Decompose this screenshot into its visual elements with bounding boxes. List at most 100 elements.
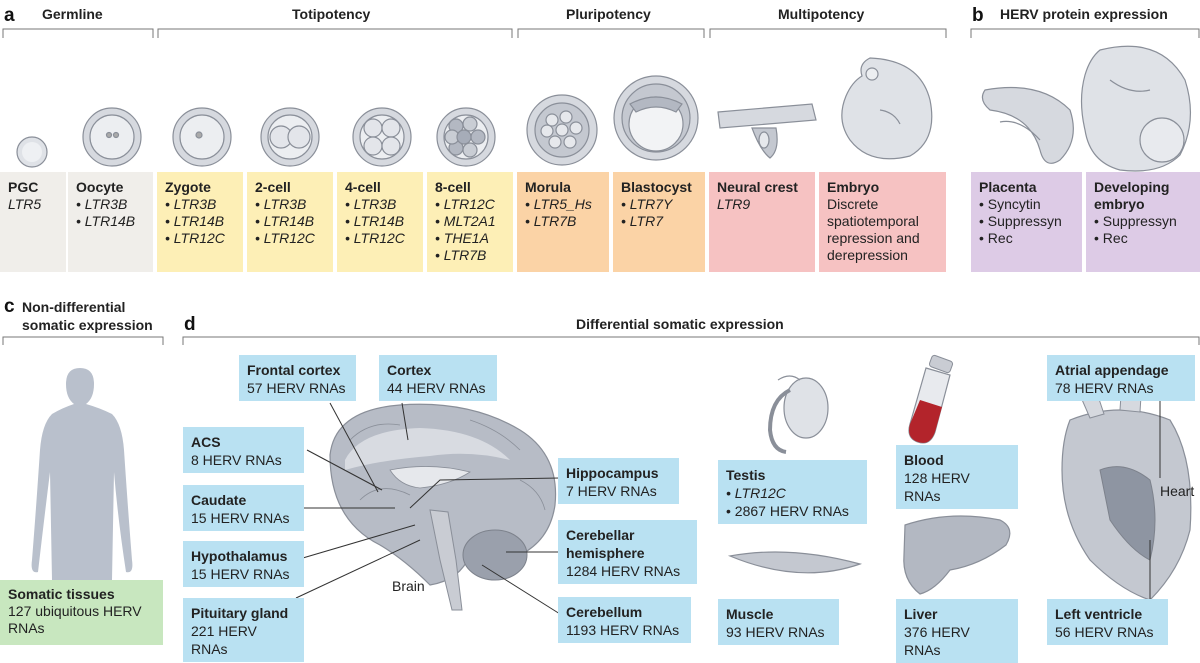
somatic-tissues-box: Somatic tissues 127 ubiquitous HERV RNAs (0, 580, 163, 645)
stage-item: LTR14B (76, 213, 145, 230)
stage-item: LTR7B (435, 247, 505, 264)
label-title: Liver (904, 606, 938, 622)
stage-title-2-cell: 2-cell (255, 179, 291, 195)
label-count: 15 HERV RNAs (191, 566, 290, 582)
label-item: 2867 HERV RNAs (726, 502, 859, 520)
label-cortex: Cortex 44 HERV RNAs (379, 355, 497, 401)
label-cerebellum: Cerebellum 1193 HERV RNAs (558, 597, 691, 643)
label-count: 376 HERV RNAs (904, 624, 970, 658)
label-muscle: Muscle 93 HERV RNAs (718, 599, 839, 645)
stage-item: LTR3B (255, 196, 325, 213)
stage-item: LTR5 (8, 196, 42, 212)
stage-item: LTR14B (345, 213, 415, 230)
label-title: Cerebellar hemisphere (566, 527, 645, 561)
figure: a Germline Totipotency Pluripotency Mult… (0, 0, 1200, 645)
muscle-icon (727, 551, 863, 574)
label-liver: Liver 376 HERV RNAs (896, 599, 1018, 663)
protein-item: Suppressyn (1094, 213, 1192, 230)
header-multipotency: Multipotency (778, 6, 865, 22)
placenta-title: Placenta (979, 179, 1037, 195)
label-acs: ACS 8 HERV RNAs (183, 427, 304, 473)
brain-illustration (329, 403, 557, 611)
header-herv-protein: HERV protein expression (1000, 6, 1168, 22)
stage-item: MLT2A1 (435, 213, 505, 230)
label-title: Muscle (726, 606, 774, 622)
label-hippocampus: Hippocampus 7 HERV RNAs (558, 458, 679, 504)
stage-box-oocyte: Oocyte LTR3B LTR14B (68, 172, 153, 272)
stage-item: LTR12C (255, 230, 325, 247)
stage-item: LTR7 (621, 213, 697, 230)
herv-box-developing-embryo: Developing embryo Suppressyn Rec (1086, 172, 1200, 272)
panel-d-letter: d (184, 314, 196, 335)
label-item: LTR12C (726, 484, 859, 502)
label-blood: Blood 128 HERV RNAs (896, 445, 1018, 509)
stage-title-morula: Morula (525, 179, 571, 195)
label-count: 1284 HERV RNAs (566, 563, 681, 579)
stage-item: LTR3B (165, 196, 235, 213)
placenta-icon (981, 86, 1074, 164)
stage-title-zygote: Zygote (165, 179, 211, 195)
label-title: Hypothalamus (191, 548, 288, 564)
label-count: 57 HERV RNAs (247, 380, 346, 396)
protein-item: Rec (1094, 230, 1192, 247)
label-count: 221 HERV RNAs (191, 623, 257, 657)
label-atrial-appendage: Atrial appendage 78 HERV RNAs (1047, 355, 1195, 401)
stage-item: LTR12C (435, 196, 505, 213)
somatic-text: 127 ubiquitous HERV RNAs (8, 603, 142, 636)
header-differential: Differential somatic expression (576, 316, 784, 332)
label-frontal-cortex: Frontal cortex 57 HERV RNAs (239, 355, 356, 401)
stage-title-pgc: PGC (8, 179, 39, 195)
developing-embryo-title: Developing embryo (1094, 179, 1170, 212)
herv-box-placenta: Placenta Syncytin Suppressyn Rec (971, 172, 1082, 272)
leader-lines (288, 400, 1161, 615)
panel-b-letter: b (972, 5, 984, 26)
panel-a-letter: a (4, 5, 15, 26)
stage-item: LTR9 (717, 196, 751, 212)
label-title: Frontal cortex (247, 362, 341, 378)
stage-title-blastocyst: Blastocyst (621, 179, 692, 195)
label-hypothalamus: Hypothalamus 15 HERV RNAs (183, 541, 304, 587)
label-title: Testis (726, 467, 766, 483)
label-count: 15 HERV RNAs (191, 510, 290, 526)
label-title: Cerebellum (566, 604, 643, 620)
liver-icon (903, 515, 1011, 595)
brain-label: Brain (392, 578, 425, 594)
stage-item: LTR12C (345, 230, 415, 247)
stage-item: LTR7B (525, 213, 601, 230)
panel-c-letter: c (4, 296, 15, 317)
stage-item: THE1A (435, 230, 505, 247)
label-count: 7 HERV RNAs (566, 483, 657, 499)
stage-box-4-cell: 4-cell LTR3B LTR14B LTR12C (337, 172, 423, 272)
label-cerebellar-hemisphere: Cerebellar hemisphere 1284 HERV RNAs (558, 520, 697, 584)
header-germline: Germline (42, 6, 103, 22)
header-pluripotency: Pluripotency (566, 6, 651, 22)
label-title: Blood (904, 452, 944, 468)
heart-label: Heart (1160, 483, 1195, 499)
human-body-icon (31, 368, 133, 645)
label-caudate: Caudate 15 HERV RNAs (183, 485, 304, 531)
label-title: ACS (191, 434, 221, 450)
illustrations-layer (2, 28, 1200, 645)
stage-item: LTR14B (255, 213, 325, 230)
stage-item: LTR12C (165, 230, 235, 247)
stage-box-2-cell: 2-cell LTR3B LTR14B LTR12C (247, 172, 333, 272)
label-title: Pituitary gland (191, 605, 289, 621)
label-count: 128 HERV RNAs (904, 470, 970, 504)
stage-item: LTR3B (345, 196, 415, 213)
stage-box-embryo: Embryo Discrete spatiotemporal repressio… (819, 172, 946, 272)
stage-item: LTR5_Hs (525, 196, 601, 213)
stage-title-embryo: Embryo (827, 179, 880, 195)
label-title: Caudate (191, 492, 247, 508)
stage-box-morula: Morula LTR5_Hs LTR7B (517, 172, 609, 272)
protein-item: Syncytin (979, 196, 1074, 213)
header-totipotency: Totipotency (292, 6, 371, 22)
header-non-differential: Non-differential somatic expression (22, 299, 153, 333)
stage-title-8-cell: 8-cell (435, 179, 471, 195)
developing-embryo-icon (1080, 45, 1192, 172)
stage-item: LTR7Y (621, 196, 697, 213)
label-pituitary-gland: Pituitary gland 221 HERV RNAs (183, 598, 304, 662)
header-brackets (2, 28, 1200, 345)
neural-crest-icon (717, 103, 817, 159)
protein-item: Suppressyn (979, 213, 1074, 230)
label-title: Atrial appendage (1055, 362, 1169, 378)
